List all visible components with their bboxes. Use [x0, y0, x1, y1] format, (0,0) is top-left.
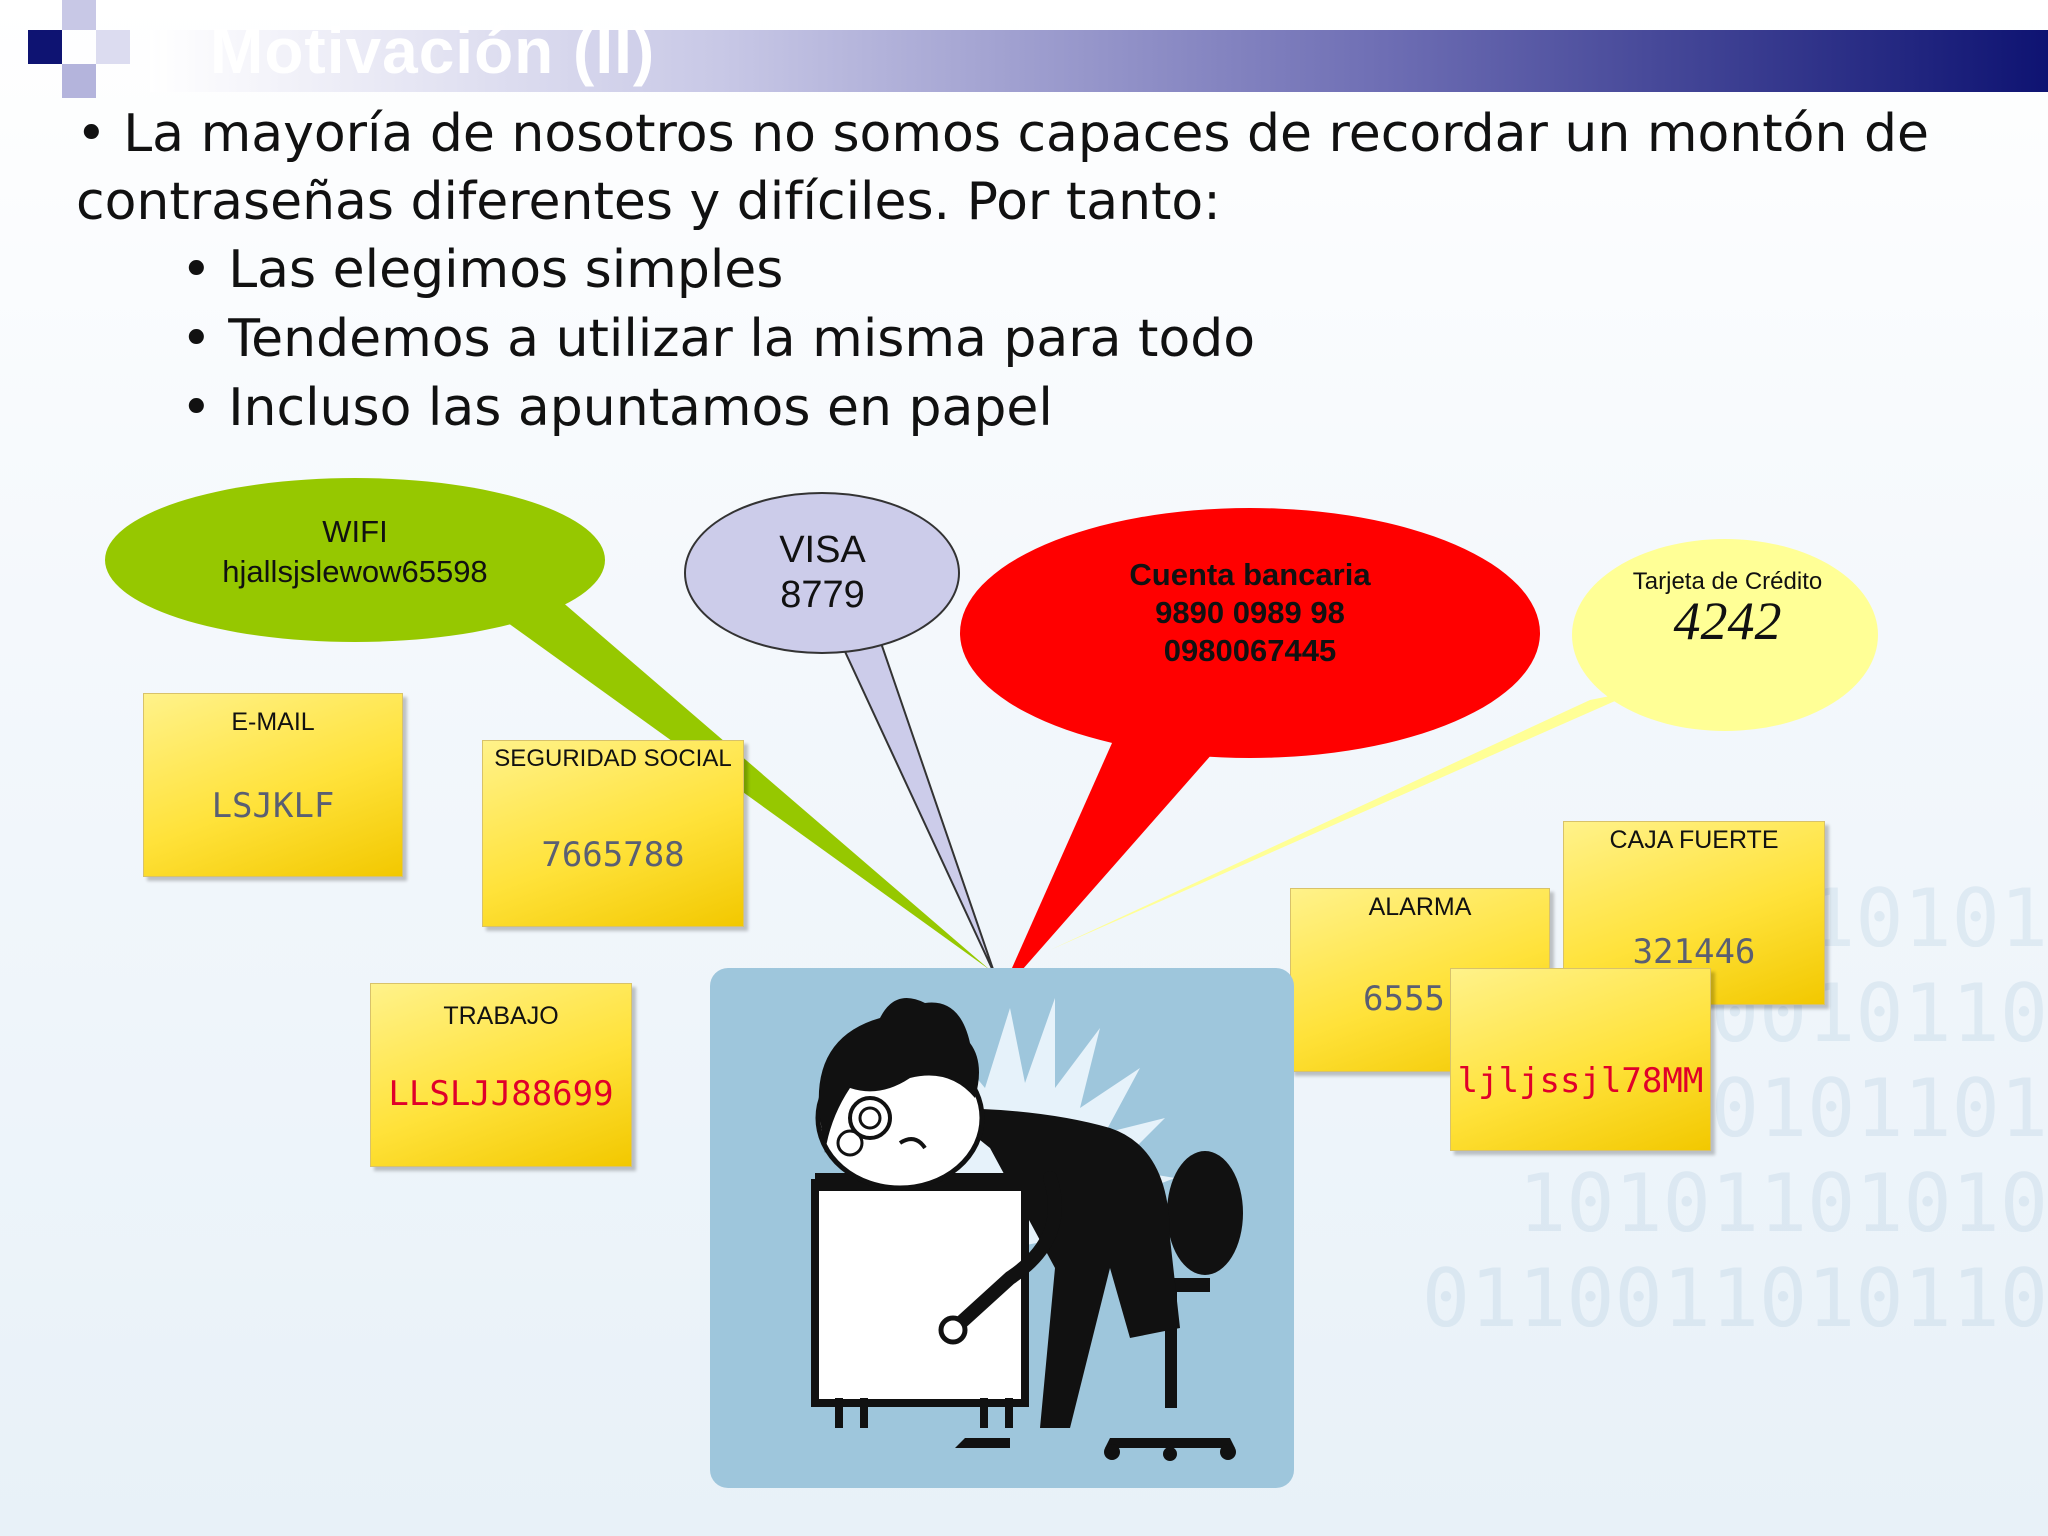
bank-label: Cuenta bancaria	[1129, 557, 1371, 592]
wifi-bubble	[105, 478, 605, 642]
bullet-main: • La mayoría de nosotros no somos capace…	[76, 104, 1929, 232]
note-extra: ljljssjl78MM	[1450, 968, 1711, 1151]
person-body	[940, 1108, 1180, 1428]
visa-label: VISA	[779, 529, 866, 571]
visa-number: 8779	[780, 574, 865, 616]
wifi-label: WIFI	[322, 514, 388, 549]
note-value: LLSLJJ88699	[388, 1074, 614, 1114]
note-label: TRABAJO	[443, 1002, 559, 1030]
wifi-callout: WIFI hjallsjslewow65598	[105, 512, 605, 592]
note-label: CAJA FUERTE	[1609, 826, 1779, 854]
header-square-dark	[28, 30, 62, 64]
frustrated-person-illustration	[811, 998, 1243, 1461]
title-bar	[150, 30, 2048, 92]
note-value: 7665788	[541, 835, 685, 875]
binary-background: 0110101 1010010110 0100101101 1010110101…	[1421, 872, 2048, 1345]
bullet-item: • Incluso las apuntamos en papel	[181, 378, 1053, 438]
credit-bubble-tail	[1050, 690, 1640, 950]
wifi-password: hjallsjslewow65598	[222, 554, 488, 589]
visa-bubble	[684, 492, 960, 654]
note-email: E-MAIL LSJKLF	[143, 693, 403, 877]
page-title: Motivación (II)	[210, 15, 656, 87]
credit-label: Tarjeta de Crédito	[1632, 568, 1823, 595]
visa-callout: VISA 8779	[700, 528, 945, 618]
chair-back	[1167, 1151, 1243, 1275]
bank-callout: Cuenta bancaria 9890 0989 98 0980067445	[1060, 556, 1440, 670]
note-value: LSJKLF	[211, 786, 335, 826]
header-square-light	[62, 0, 96, 30]
person-hair	[818, 998, 979, 1153]
bullet-item: • Tendemos a utilizar la misma para todo	[181, 309, 1256, 369]
note-value: 6555	[1363, 979, 1445, 1019]
bank-bubble-tail	[1000, 725, 1220, 995]
credit-number: 4242	[1673, 591, 1782, 651]
note-value: 321446	[1632, 932, 1756, 972]
note-label: SEGURIDAD SOCIAL	[494, 745, 732, 772]
header-square-light	[62, 64, 96, 98]
note-label: ALARMA	[1368, 893, 1472, 921]
credit-bubble	[1572, 539, 1878, 731]
note-label: E-MAIL	[231, 708, 315, 736]
bank-bubble	[960, 508, 1540, 758]
note-value: ljljssjl78MM	[1457, 1061, 1704, 1101]
visa-bubble-tail	[833, 628, 996, 976]
note-work: TRABAJO LLSLJJ88699	[370, 983, 632, 1167]
header-square-light	[96, 30, 130, 64]
note-social-security: SEGURIDAD SOCIAL 7665788	[482, 740, 744, 927]
bank-number-line1: 9890 0989 98	[1155, 595, 1345, 630]
bank-number-line2: 0980067445	[1163, 633, 1337, 668]
bullet-item: • Las elegimos simples	[181, 240, 784, 300]
credit-callout: Tarjeta de Crédito 4242	[1595, 568, 1860, 651]
